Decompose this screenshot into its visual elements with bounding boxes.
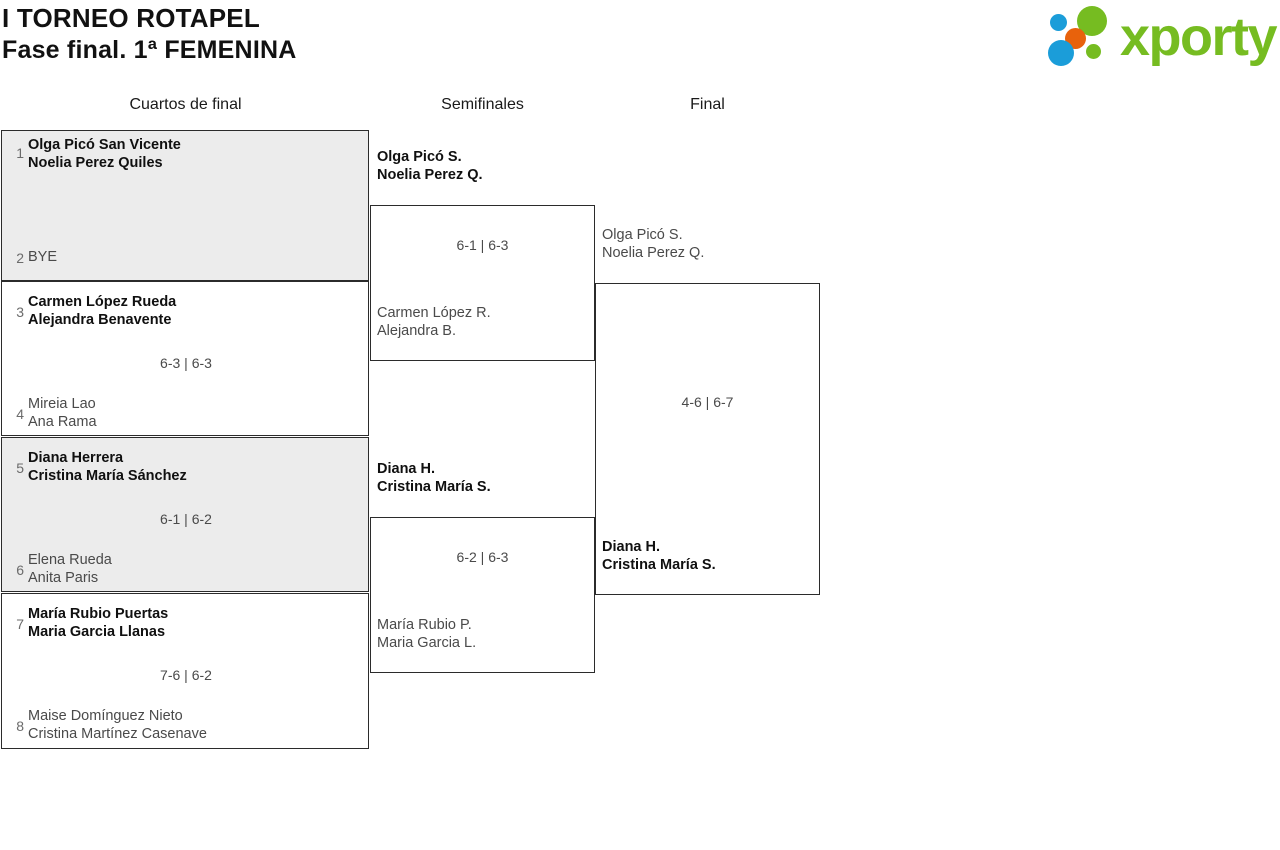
semifinal-2-team-bottom: María Rubio P. Maria Garcia L. xyxy=(377,617,477,651)
match-quarterfinal-1[interactable]: 1 Olga Picó San Vicente Noelia Perez Qui… xyxy=(1,130,369,281)
tournament-phase: Fase final. 1ª FEMENINA xyxy=(2,36,297,64)
semifinal-2-team-top: Diana H. Cristina María S. xyxy=(377,461,491,495)
seed-number: 4 xyxy=(16,406,24,422)
semifinal-1-team-bottom: Carmen López R. Alejandra B. xyxy=(377,305,491,339)
seed-number: 3 xyxy=(16,304,24,320)
match-score: 6-1 | 6-2 xyxy=(160,511,212,527)
seed-number: 5 xyxy=(16,460,24,476)
logo-wordmark: xporty xyxy=(1120,7,1278,67)
match-score: 6-2 | 6-3 xyxy=(456,549,509,565)
semifinal-1-team-top: Olga Picó S. Noelia Perez Q. xyxy=(377,149,483,183)
logo-dot-blue-large xyxy=(1048,40,1074,66)
seed-number: 1 xyxy=(16,145,24,161)
page-header: I TORNEO ROTAPEL Fase final. 1ª FEMENINA… xyxy=(0,0,1280,78)
seed-number: 7 xyxy=(16,616,24,632)
team-bottom: Elena Rueda Anita Paris xyxy=(28,552,112,586)
logo-dots-icon xyxy=(1048,6,1120,68)
page-title: I TORNEO ROTAPEL Fase final. 1ª FEMENINA xyxy=(2,2,296,66)
team-bottom: Mireia Lao Ana Rama xyxy=(28,396,97,430)
round-header-semifinals: Semifinales xyxy=(441,96,524,113)
team-top: Diana Herrera Cristina María Sánchez xyxy=(28,450,187,484)
team-top: Olga Picó San Vicente Noelia Perez Quile… xyxy=(28,137,181,171)
team-top: María Rubio Puertas Maria Garcia Llanas xyxy=(28,606,169,640)
match-final[interactable]: 4-6 | 6-7 Diana H. Cristina María S. xyxy=(595,283,820,595)
round-header-quarterfinals: Cuartos de final xyxy=(129,96,242,113)
final-team-bottom: Diana H. Cristina María S. xyxy=(602,539,716,573)
final-team-top: Olga Picó S. Noelia Perez Q. xyxy=(602,227,705,261)
logo-dot-blue-small xyxy=(1050,14,1067,31)
match-quarterfinal-3[interactable]: 5 Diana Herrera Cristina María Sánchez 6… xyxy=(1,437,369,592)
match-quarterfinal-2[interactable]: 3 Carmen López Rueda Alejandra Benavente… xyxy=(1,281,369,436)
xporty-logo[interactable]: xporty xyxy=(1048,4,1278,70)
match-quarterfinal-4[interactable]: 7 María Rubio Puertas Maria Garcia Llana… xyxy=(1,593,369,749)
seed-number: 8 xyxy=(16,718,24,734)
tournament-name: I TORNEO ROTAPEL xyxy=(2,3,260,33)
team-top: Carmen López Rueda Alejandra Benavente xyxy=(28,294,177,328)
match-score: 6-3 | 6-3 xyxy=(160,355,212,371)
match-semifinal-2[interactable]: 6-2 | 6-3 María Rubio P. Maria Garcia L. xyxy=(370,517,595,673)
seed-number: 2 xyxy=(16,250,24,266)
match-score: 7-6 | 6-2 xyxy=(160,667,212,683)
team-bottom: BYE xyxy=(28,249,58,265)
team-bottom: Maise Domínguez Nieto Cristina Martínez … xyxy=(28,708,207,742)
match-score: 6-1 | 6-3 xyxy=(456,237,509,253)
match-semifinal-1[interactable]: 6-1 | 6-3 Carmen López R. Alejandra B. xyxy=(370,205,595,361)
logo-dot-green-small xyxy=(1086,44,1101,59)
round-header-final: Final xyxy=(690,96,725,113)
match-score: 4-6 | 6-7 xyxy=(681,394,734,410)
seed-number: 6 xyxy=(16,562,24,578)
